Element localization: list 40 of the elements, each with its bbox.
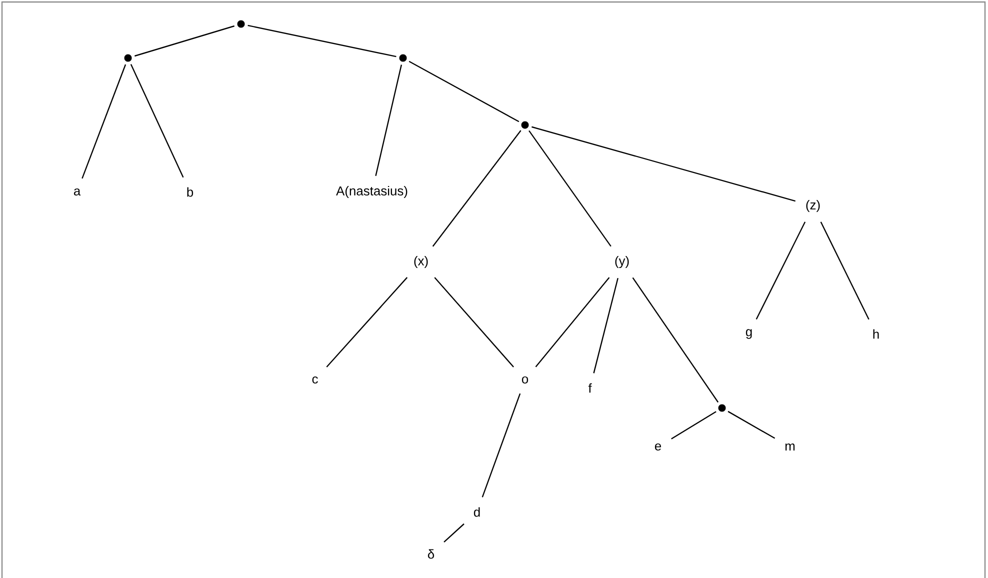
tree-dot: [124, 54, 132, 62]
tree-label: d: [474, 507, 480, 517]
tree-label: A(nastasius): [336, 186, 408, 198]
tree-label: g: [746, 329, 752, 339]
tree-branch: [326, 277, 408, 368]
tree-branch: [248, 24, 396, 58]
tree-branch: [528, 130, 612, 247]
tree-branch: [756, 222, 806, 320]
tree-branch: [408, 60, 520, 122]
tree-branch: [820, 222, 870, 320]
tree-branch: [434, 277, 514, 368]
tree-label: (z): [806, 200, 820, 212]
tree-label: δ: [428, 549, 434, 559]
tree-branch: [82, 64, 126, 179]
tree-label: o: [522, 376, 528, 384]
tree-label: (y): [615, 256, 629, 268]
tree-dot: [521, 121, 529, 129]
tree-branch: [535, 277, 610, 368]
tree-branch: [632, 277, 719, 403]
tree-dot: [718, 404, 726, 412]
tree-branch: [532, 126, 796, 202]
tree-branch: [671, 411, 716, 440]
tree-label: f: [588, 383, 592, 393]
tree-branch: [444, 523, 464, 543]
tree-label: (x): [414, 256, 428, 268]
tree-label: h: [873, 329, 879, 339]
tree-label: b: [187, 187, 194, 197]
tree-label: a: [74, 188, 81, 196]
tree-branch: [130, 64, 184, 178]
tree-branch: [375, 64, 402, 176]
tree-branch: [593, 278, 618, 374]
tree-label: c: [312, 376, 318, 384]
tree-branch: [482, 393, 521, 498]
tree-branch: [134, 25, 235, 57]
tree-label: e: [654, 443, 662, 451]
tree-branch: [728, 410, 776, 439]
tree-label: m: [785, 444, 795, 450]
tree-dot: [399, 54, 407, 62]
tree-branch: [432, 130, 522, 247]
tree-dot: [237, 20, 245, 28]
